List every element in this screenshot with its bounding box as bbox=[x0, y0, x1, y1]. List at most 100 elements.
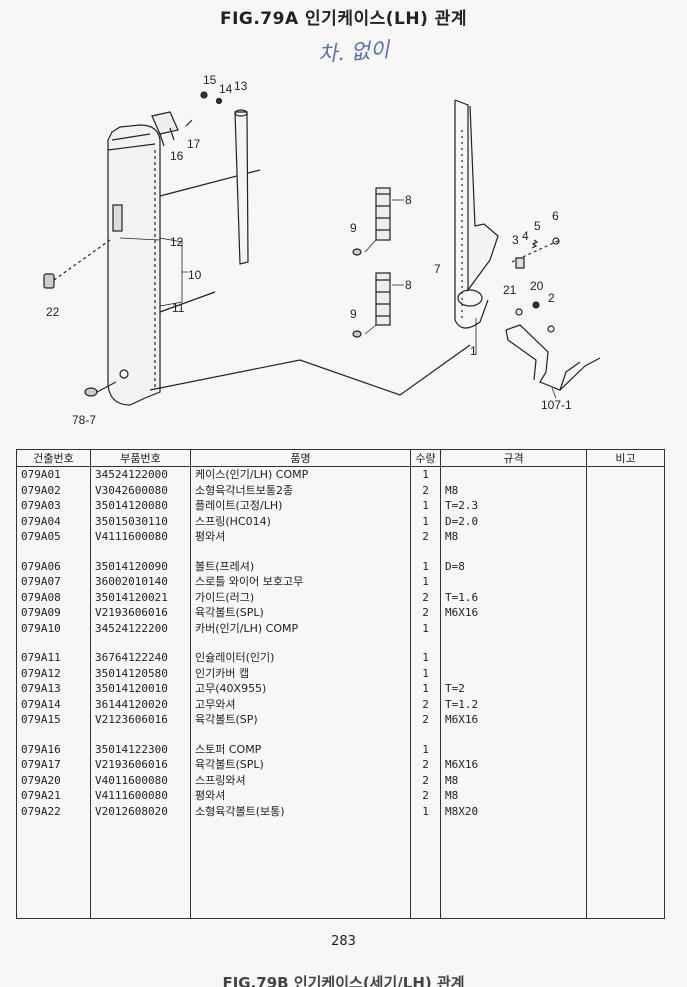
cell-part: 36764122240 bbox=[90, 650, 191, 666]
cell-spec: M8 bbox=[440, 788, 587, 804]
spacer-cell bbox=[440, 544, 587, 559]
spacer-cell bbox=[16, 727, 91, 742]
cell-spec bbox=[440, 620, 587, 636]
cell-no: 079A14 bbox=[16, 696, 91, 712]
callout-21: 21 bbox=[503, 283, 517, 297]
washers-nut-drawing bbox=[515, 301, 555, 333]
cell-name: 평와셔 bbox=[190, 788, 411, 804]
cell-part: 35014120080 bbox=[90, 498, 191, 514]
next-figure-caption: FIG.79B 인기케이스(세기/LH) 관계 bbox=[222, 974, 465, 987]
cell-qty: 1 bbox=[410, 681, 441, 697]
cell-remark bbox=[586, 650, 665, 666]
cell-remark bbox=[586, 696, 665, 712]
cell-spec: M8 bbox=[440, 529, 587, 545]
cell-no: 079A16 bbox=[16, 741, 91, 757]
callout-3: 3 bbox=[512, 233, 519, 247]
cell-no: 079A03 bbox=[16, 498, 91, 514]
header-cell: 규격 bbox=[440, 449, 587, 467]
callout-14: 14 bbox=[219, 82, 233, 96]
callout-12: 12 bbox=[170, 235, 184, 249]
cell-qty: 2 bbox=[410, 772, 441, 788]
cell-spec bbox=[440, 741, 587, 757]
cell-qty: 1 bbox=[410, 574, 441, 590]
cell-name: 스프링와셔 bbox=[190, 772, 411, 788]
cell-name: 인슐레이터(인기) bbox=[190, 650, 411, 666]
cell-part: 35015030110 bbox=[90, 513, 191, 529]
spacer-cell bbox=[440, 636, 587, 650]
cell-remark bbox=[586, 589, 665, 605]
header-cell: 수량 bbox=[410, 449, 441, 467]
callout-22: 22 bbox=[46, 305, 60, 319]
header-cell: 건출번호 bbox=[16, 449, 91, 467]
cell-spec bbox=[440, 665, 587, 681]
cell-name: 플레이트(고정/LH) bbox=[190, 498, 411, 514]
cell-remark bbox=[586, 513, 665, 529]
cell-name: 카버(인기/LH) COMP bbox=[190, 620, 411, 636]
case-cover-drawing bbox=[107, 124, 261, 406]
cell-remark bbox=[586, 482, 665, 498]
cell-qty: 1 bbox=[410, 498, 441, 514]
cell-remark bbox=[586, 757, 665, 773]
cell-qty: 1 bbox=[410, 620, 441, 636]
cell-name: 볼트(프레셔) bbox=[190, 558, 411, 574]
filler-cell bbox=[440, 819, 587, 919]
header-cell: 부품번호 bbox=[90, 449, 191, 467]
header-cell: 품명 bbox=[190, 449, 411, 467]
cap-bracket-drawing bbox=[151, 91, 223, 147]
cell-remark bbox=[586, 466, 665, 483]
cell-remark bbox=[586, 681, 665, 697]
cell-part: 35014120010 bbox=[90, 681, 191, 697]
callout-7: 7 bbox=[434, 262, 441, 276]
cell-part: V2123606016 bbox=[90, 712, 191, 728]
cell-spec: M8 bbox=[440, 772, 587, 788]
cell-part: V4111600080 bbox=[90, 788, 191, 804]
cell-no: 079A08 bbox=[16, 589, 91, 605]
cell-remark bbox=[586, 498, 665, 514]
cell-no: 079A09 bbox=[16, 605, 91, 621]
callout-1: 1 bbox=[470, 344, 477, 358]
cell-no: 079A05 bbox=[16, 529, 91, 545]
cell-qty: 1 bbox=[410, 741, 441, 757]
assembly-leader-line bbox=[149, 344, 471, 396]
cell-part: 34524122000 bbox=[90, 466, 191, 483]
cell-no: 079A04 bbox=[16, 513, 91, 529]
cell-no: 079A11 bbox=[16, 650, 91, 666]
cell-part: V4011600080 bbox=[90, 772, 191, 788]
plate-drawing bbox=[454, 99, 499, 329]
cell-part: V2193606016 bbox=[90, 757, 191, 773]
filler-cell bbox=[16, 819, 91, 919]
cell-part: 34524122200 bbox=[90, 620, 191, 636]
cell-remark bbox=[586, 574, 665, 590]
spacer-cell bbox=[90, 544, 191, 559]
callout-11: 11 bbox=[172, 301, 185, 315]
cell-part: 36144120020 bbox=[90, 696, 191, 712]
rubber-strip-drawing bbox=[234, 109, 249, 265]
spacer-cell bbox=[90, 636, 191, 650]
exploded-parts-diagram: 15 14 13 16 17 8 9 7 3 4 5 6 12 10 11 22… bbox=[43, 73, 601, 427]
table-filler-row bbox=[16, 819, 665, 919]
table-spacer-row bbox=[16, 636, 665, 650]
figure-title: FIG.79A 인기케이스(LH) 관계 bbox=[219, 9, 468, 29]
callout-78-7: 78-7 bbox=[72, 413, 96, 427]
callout-10: 10 bbox=[188, 268, 202, 282]
bolt-9-drawing bbox=[352, 248, 362, 338]
cell-no: 079A21 bbox=[16, 788, 91, 804]
cell-part: 35014120021 bbox=[90, 589, 191, 605]
cell-name: 스토퍼 COMP bbox=[190, 741, 411, 757]
cell-spec: M8 bbox=[440, 482, 587, 498]
cell-no: 079A01 bbox=[16, 466, 91, 483]
cell-part: V2193606016 bbox=[90, 605, 191, 621]
cell-name: 소형육각볼트(보통) bbox=[190, 803, 411, 819]
cell-qty: 2 bbox=[410, 589, 441, 605]
cell-spec: T=2.3 bbox=[440, 498, 587, 514]
cell-part: V3042600080 bbox=[90, 482, 191, 498]
spacer-cell bbox=[90, 727, 191, 742]
spacer-cell bbox=[16, 544, 91, 559]
cell-name: 고무(40X955) bbox=[190, 681, 411, 697]
